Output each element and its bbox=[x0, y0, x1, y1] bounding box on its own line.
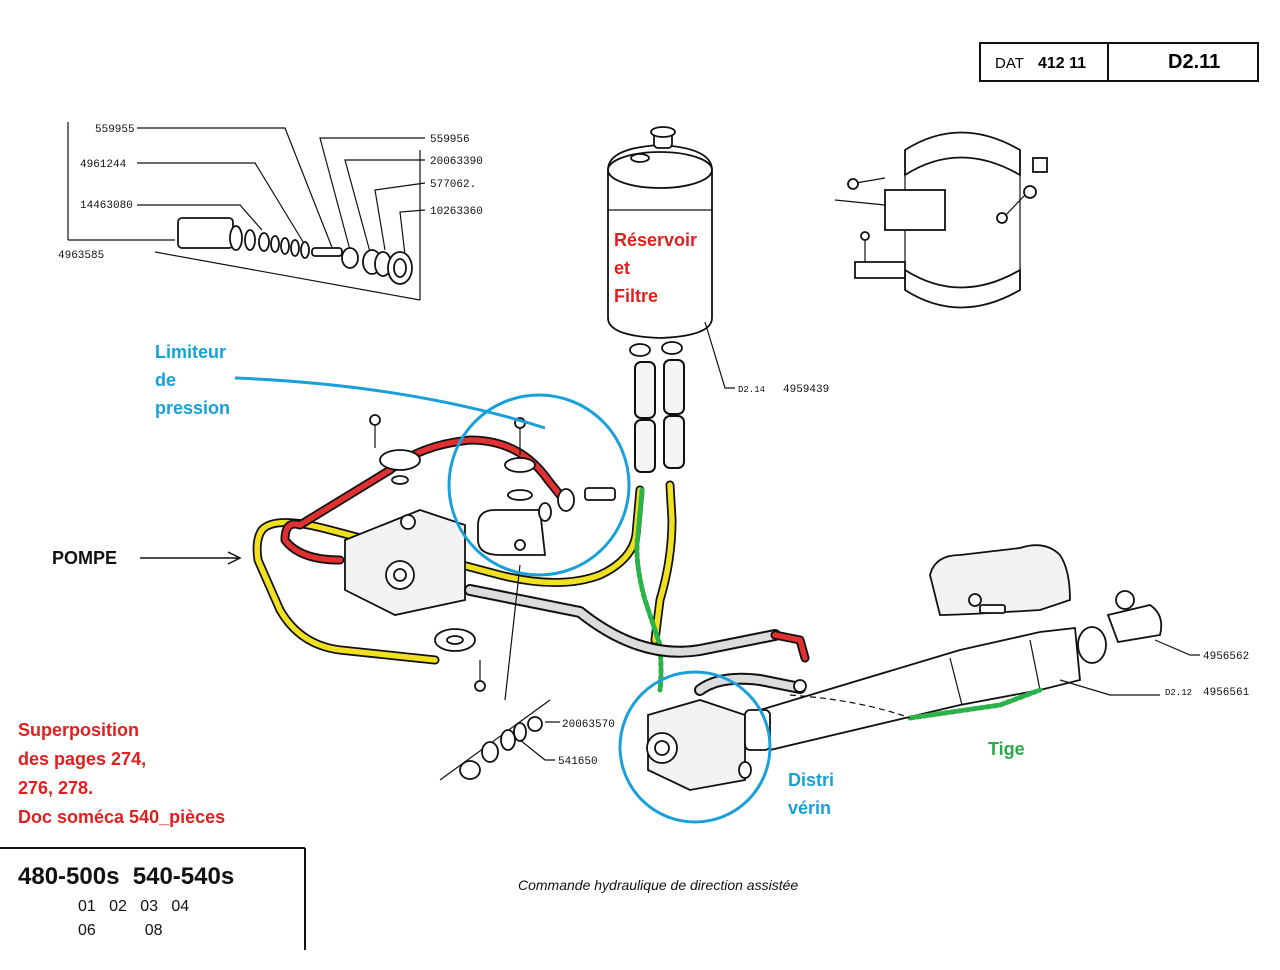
svg-text:vérin: vérin bbox=[788, 798, 831, 818]
distri-highlight-circle bbox=[618, 670, 772, 824]
pn-4956562: 4956562 bbox=[1203, 651, 1249, 663]
pompe-arrow bbox=[140, 551, 242, 565]
limiteur-highlight-circle bbox=[447, 393, 631, 577]
pn-14463080: 14463080 bbox=[80, 200, 133, 212]
steering-cylinder: 4956562 D2.12 4956561 bbox=[758, 544, 1250, 752]
model-row-2: 06 08 bbox=[78, 922, 163, 939]
svg-text:Superposition: Superposition bbox=[18, 720, 139, 740]
svg-text:de: de bbox=[155, 370, 176, 390]
svg-text:des pages 274,: des pages 274, bbox=[18, 749, 146, 769]
svg-text:276, 278.: 276, 278. bbox=[18, 778, 93, 798]
distributor-valve bbox=[646, 679, 807, 791]
annotation-limiteur: Limiteur de pression bbox=[155, 342, 230, 418]
pn-559956: 559956 bbox=[430, 134, 470, 146]
annotation-pompe: POMPE bbox=[52, 548, 117, 568]
svg-text:Doc soméca 540_pièces: Doc soméca 540_pièces bbox=[18, 807, 225, 827]
limiteur-pointer-line bbox=[234, 376, 546, 430]
svg-text:Filtre: Filtre bbox=[614, 286, 658, 306]
annotation-tige: Tige bbox=[988, 739, 1025, 759]
dat-label: DAT bbox=[995, 55, 1024, 72]
pn-4963585: 4963585 bbox=[58, 250, 104, 262]
pn-4956561-ref: D2.12 bbox=[1165, 688, 1192, 698]
svg-text:Limiteur: Limiteur bbox=[155, 342, 226, 362]
annotation-reservoir: Réservoir et Filtre bbox=[614, 230, 697, 306]
pn-559955: 559955 bbox=[95, 124, 135, 136]
pn-20063390: 20063390 bbox=[430, 156, 483, 168]
check-valve-parts: 20063570 541650 bbox=[439, 564, 615, 781]
pn-4961244: 4961244 bbox=[80, 159, 127, 171]
model-title: 480-500s 540-540s bbox=[18, 863, 234, 890]
svg-text:pression: pression bbox=[155, 398, 230, 418]
svg-text:Distri: Distri bbox=[788, 770, 834, 790]
svg-text:Réservoir: Réservoir bbox=[614, 230, 697, 250]
page-ref: D2.11 bbox=[1168, 51, 1220, 73]
pn-4959439: 4959439 bbox=[783, 384, 829, 396]
spring bbox=[270, 235, 310, 259]
annotation-superposition: Superposition des pages 274, 276, 278. D… bbox=[18, 720, 225, 827]
svg-text:et: et bbox=[614, 258, 630, 278]
model-box: 480-500s 540-540s 01 02 03 04 06 08 bbox=[0, 847, 306, 950]
pn-4956561: 4956561 bbox=[1203, 687, 1250, 699]
reservoir-bracket bbox=[834, 131, 1048, 309]
high-pressure-hose bbox=[464, 584, 810, 696]
pn-541650: 541650 bbox=[558, 756, 598, 768]
model-row-1: 01 02 03 04 bbox=[78, 898, 189, 915]
annotation-distri: Distri vérin bbox=[788, 770, 834, 818]
reservoir-filter: D2.14 4959439 bbox=[607, 126, 829, 473]
pn-577062: 577062. bbox=[430, 179, 476, 191]
pn-10263360: 10263360 bbox=[430, 206, 483, 218]
pn-20063570: 20063570 bbox=[562, 719, 615, 731]
valve-body bbox=[177, 217, 234, 249]
dat-number: 412 11 bbox=[1038, 55, 1086, 72]
valve-exploded-assembly: 559955 4961244 14463080 4963585 559956 2… bbox=[58, 122, 483, 301]
reference-box: DAT 412 11 D2.11 bbox=[979, 42, 1259, 82]
pump-assembly bbox=[252, 414, 677, 693]
pn-4959439-ref: D2.14 bbox=[738, 385, 765, 395]
figure-caption: Commande hydraulique de direction assist… bbox=[518, 877, 798, 893]
